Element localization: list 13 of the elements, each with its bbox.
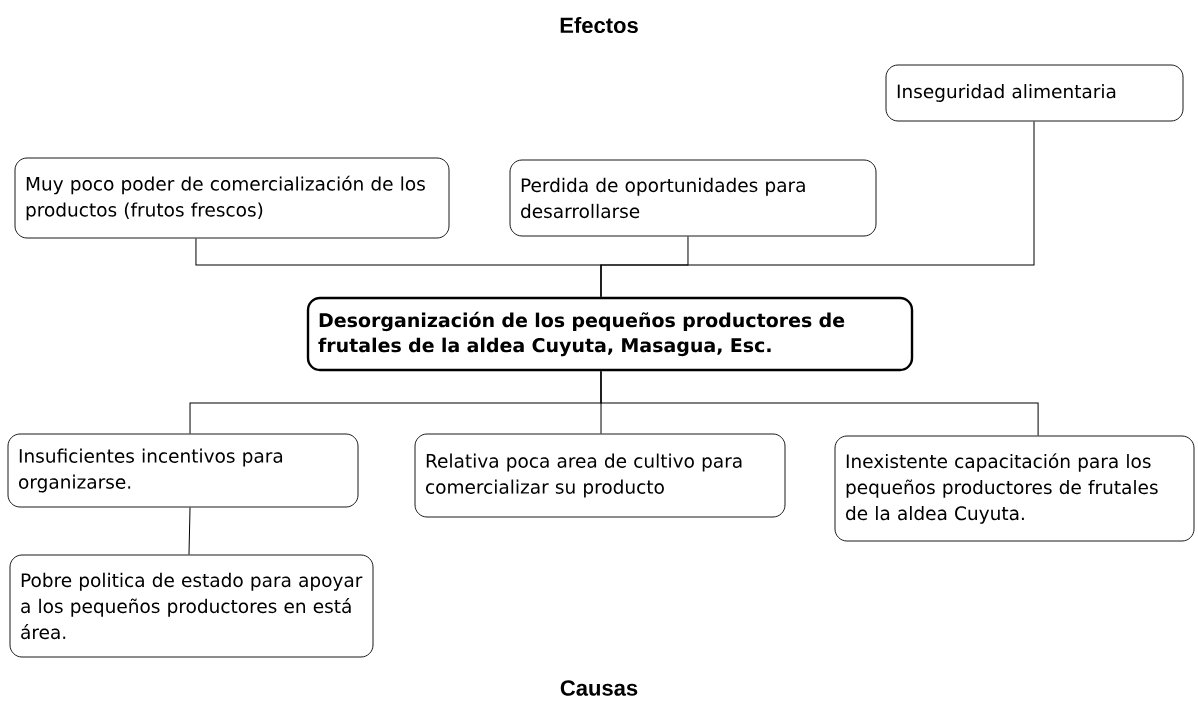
problem-box: Desorganización de los pequeños productores de frutales de la aldea Cuyuta, Masagua, Esc. [306, 296, 914, 372]
connector-line [600, 120, 1035, 298]
text-box: Relativa poca area de cultivo para comercializar su producto [414, 433, 786, 518]
heading: Causas [560, 680, 638, 696]
heading: Efectos [560, 16, 638, 34]
text-box: Muy poco poder de comercialización de los productos (frutos frescos) [14, 157, 450, 239]
text-box: Insuficientes incentivos para organizarse. [7, 433, 359, 508]
text-box: Inexistente capacitación para los pequeños productores de frutales de la aldea Cuyuta. [834, 435, 1195, 542]
text-box: Inseguridad alimentaria [885, 64, 1184, 122]
text-box: Pobre politica de estado para apoyar a los pequeños productores en está área. [9, 554, 374, 658]
connector-line [188, 506, 191, 556]
connector-line [600, 370, 1039, 437]
text-box: Perdida de oportunidades para desarrollarse [509, 159, 877, 237]
